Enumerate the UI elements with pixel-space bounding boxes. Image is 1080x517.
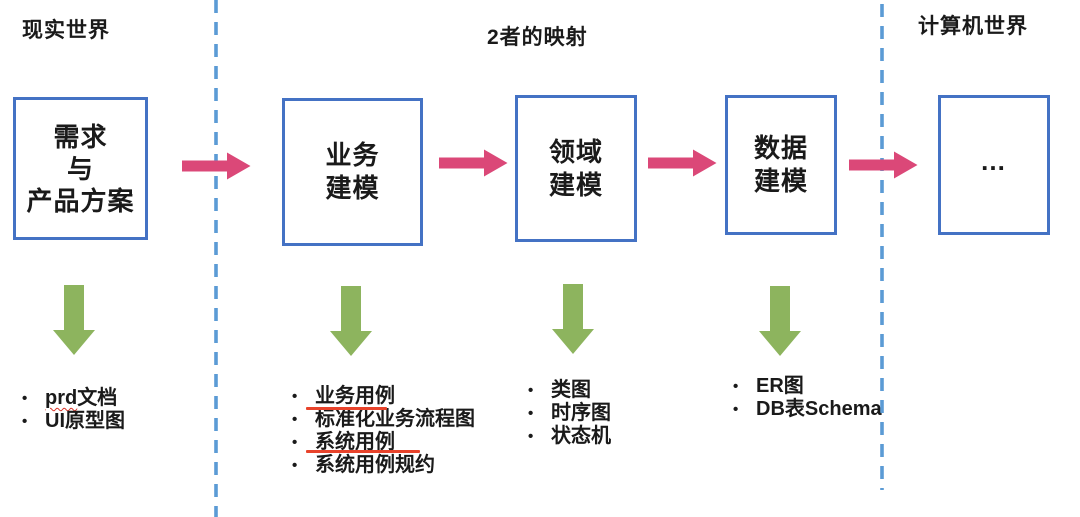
- bullet-icon: •: [292, 388, 298, 405]
- list-item-text: 类图: [551, 379, 591, 401]
- bullet-icon: •: [528, 382, 534, 399]
- bullet-icon: •: [22, 390, 28, 407]
- section-label-computer-world: 计算机世界: [918, 15, 1028, 38]
- down-arrow-data-outputs-icon: [759, 286, 801, 356]
- list-item-text: prd文档: [45, 387, 118, 409]
- list-item-business-use-case: • 业务用例: [292, 385, 475, 408]
- bullet-icon: •: [22, 413, 28, 430]
- box-business-line2: 建模: [325, 173, 380, 203]
- list-item-text: 状态机: [551, 425, 611, 447]
- box-domain-line2: 建模: [548, 169, 603, 200]
- box-requirements-product: 需求 与 产品方案: [13, 97, 148, 240]
- section-label-mapping: 2者的映射: [487, 26, 588, 49]
- list-requirements-outputs: • prd文档 • UI原型图: [22, 387, 125, 433]
- list-data-outputs: • ER图 • DB表Schema: [733, 375, 882, 421]
- box-data-line2: 建模: [753, 166, 808, 196]
- box-computer-world: …: [938, 95, 1050, 235]
- box-data-modeling: 数据 建模: [725, 95, 837, 235]
- red-underline-system-use-case: [306, 450, 420, 453]
- list-item-db-schema: • DB表Schema: [733, 398, 882, 421]
- bullet-icon: •: [292, 434, 298, 451]
- flow-arrow-domain-to-data-icon: [648, 149, 717, 177]
- list-item-text: 时序图: [551, 402, 611, 424]
- box-domain-line1: 领域: [548, 136, 603, 167]
- flow-arrow-requirements-to-business-icon: [182, 152, 251, 180]
- list-item-system-use-case-spec: • 系统用例规约: [292, 454, 475, 477]
- list-item-text: ER图: [756, 375, 804, 397]
- list-item-standard-business-flowchart: • 标准化业务流程图: [292, 408, 475, 431]
- section-label-real-world: 现实世界: [22, 19, 110, 42]
- red-underline-business-use-case: [306, 407, 387, 410]
- list-item-text: UI原型图: [45, 410, 125, 432]
- flow-arrow-business-to-domain-icon: [439, 149, 508, 177]
- box-requirements-line3: 产品方案: [26, 185, 135, 216]
- list-item-text: DB表Schema: [756, 398, 882, 420]
- bullet-icon: •: [292, 457, 298, 474]
- bullet-icon: •: [528, 428, 534, 445]
- down-arrow-business-outputs-icon: [330, 286, 372, 356]
- divider-left-dashed-line: [214, 0, 218, 517]
- bullet-icon: •: [733, 378, 739, 395]
- box-business-line1: 业务: [325, 140, 380, 170]
- divider-right-dashed-line: [880, 4, 884, 490]
- spellchecked-word: prd: [45, 387, 78, 409]
- box-business-modeling: 业务 建模: [282, 98, 423, 246]
- bullet-icon: •: [528, 405, 534, 422]
- box-data-line1: 数据: [753, 133, 808, 163]
- list-item-prd-doc: • prd文档: [22, 387, 125, 410]
- bullet-icon: •: [733, 401, 739, 418]
- box-domain-modeling: 领域 建模: [515, 95, 637, 242]
- flow-arrow-data-to-computer-icon: [849, 151, 918, 179]
- list-item-text: 业务用例: [315, 385, 395, 407]
- list-item-system-use-case: • 系统用例: [292, 431, 475, 454]
- list-item-state-machine: • 状态机: [528, 425, 611, 448]
- box-requirements-line1: 需求: [53, 121, 108, 152]
- list-item-text: 标准化业务流程图: [315, 408, 475, 430]
- list-item-class-diagram: • 类图: [528, 379, 611, 402]
- list-item-sequence-diagram: • 时序图: [528, 402, 611, 425]
- down-arrow-requirements-outputs-icon: [53, 285, 95, 355]
- bullet-icon: •: [292, 411, 298, 428]
- list-item-er-diagram: • ER图: [733, 375, 882, 398]
- list-business-outputs: • 业务用例 • 标准化业务流程图 • 系统用例 • 系统用例规约: [292, 385, 475, 477]
- list-domain-outputs: • 类图 • 时序图 • 状态机: [528, 379, 611, 448]
- list-item-text: 系统用例规约: [315, 454, 435, 476]
- down-arrow-domain-outputs-icon: [552, 284, 594, 354]
- list-item-ui-prototype: • UI原型图: [22, 410, 125, 433]
- box-requirements-line2: 与: [66, 153, 94, 184]
- box-computer-ellipsis: …: [980, 145, 1008, 176]
- list-item-text: 系统用例: [315, 431, 395, 453]
